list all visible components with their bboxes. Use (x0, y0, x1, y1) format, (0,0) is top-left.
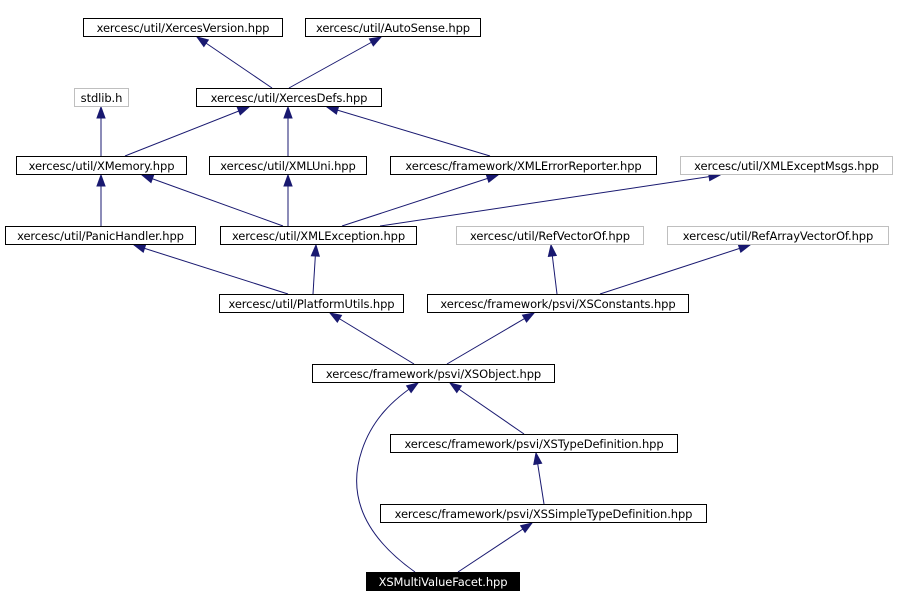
node-panic-handler[interactable]: xercesc/util/PanicHandler.hpp (5, 226, 196, 245)
node-xs-type-definition[interactable]: xercesc/framework/psvi/XSTypeDefinition.… (390, 434, 678, 453)
edge-xs-constants-to-ref-vector-of (547, 243, 558, 295)
edge-xs-multi-value-facet-to-xs-simple-type-definition-arrowhead (519, 522, 534, 534)
node-stdlib: stdlib.h (74, 88, 129, 107)
node-xml-error-reporter[interactable]: xercesc/framework/XMLErrorReporter.hpp (390, 156, 657, 175)
edge-xml-exception-to-xmluni (283, 173, 293, 226)
edge-xml-exception-to-xml-error-reporter (341, 174, 500, 227)
edge-platform-utils-to-panic-handler (132, 243, 289, 295)
edge-xs-multi-value-facet-to-xs-object-arrowhead (405, 382, 420, 394)
edge-xs-multi-value-facet-to-xs-simple-type-definition (457, 522, 534, 573)
node-platform-utils[interactable]: xercesc/util/PlatformUtils.hpp (219, 294, 404, 313)
edge-xerces-defs-to-xerces-version (195, 36, 273, 89)
edge-xerces-defs-to-auto-sense (288, 36, 383, 89)
edge-xml-exception-to-xmemory (140, 174, 284, 227)
edge-xs-constants-to-ref-array-vector-of (599, 244, 752, 295)
node-xerces-defs[interactable]: xercesc/util/XercesDefs.hpp (196, 88, 382, 107)
edge-xs-type-definition-to-xs-object-arrowhead (448, 382, 463, 394)
node-xs-simple-type-definition[interactable]: xercesc/framework/psvi/XSSimpleTypeDefin… (380, 504, 707, 523)
edge-xmluni-to-xerces-defs-arrowhead (283, 105, 293, 119)
node-ref-array-vector-of: xercesc/util/RefArrayVectorOf.hpp (667, 226, 889, 245)
edge-panic-handler-to-xmemory (96, 173, 106, 226)
edge-xml-exception-to-xmemory-arrowhead (140, 174, 155, 184)
edge-xs-type-definition-to-xs-object (448, 382, 525, 435)
edge-xml-exception-to-xmluni-arrowhead (283, 173, 293, 187)
edge-xml-exception-to-xml-except-msgs (379, 172, 722, 227)
edge-xs-object-to-platform-utils (328, 312, 415, 365)
edge-xerces-defs-to-xerces-version-arrowhead (195, 36, 210, 48)
edge-platform-utils-to-xml-exception-arrowhead (310, 243, 321, 257)
edge-xml-error-reporter-to-xerces-defs (325, 105, 491, 157)
edge-xs-object-to-platform-utils-arrowhead (328, 312, 343, 323)
edge-xmluni-to-xerces-defs (283, 105, 293, 156)
edge-xmemory-to-stdlib (96, 105, 106, 156)
node-xmemory[interactable]: xercesc/util/XMemory.hpp (16, 156, 187, 175)
edge-xs-simple-type-definition-to-xs-type-definition (533, 451, 545, 505)
edge-xs-object-to-xs-constants (446, 312, 536, 365)
node-xerces-version[interactable]: xercesc/util/XercesVersion.hpp (83, 18, 283, 37)
node-ref-vector-of: xercesc/util/RefVectorOf.hpp (456, 226, 644, 245)
node-xs-multi-value-facet: XSMultiValueFacet.hpp (366, 572, 520, 591)
node-xs-constants[interactable]: xercesc/framework/psvi/XSConstants.hpp (427, 294, 689, 313)
edge-platform-utils-to-xml-exception (310, 243, 321, 295)
node-xml-exception[interactable]: xercesc/util/XMLException.hpp (220, 226, 417, 245)
edge-xmemory-to-xerces-defs (124, 106, 251, 157)
edge-xmemory-to-xerces-defs-arrowhead (236, 106, 251, 116)
edge-panic-handler-to-xmemory-arrowhead (96, 173, 106, 187)
edge-xs-object-to-xs-constants-arrowhead (521, 312, 536, 323)
node-xmluni[interactable]: xercesc/util/XMLUni.hpp (209, 156, 367, 175)
edge-xs-multi-value-facet-to-xs-object (356, 382, 420, 573)
node-xml-except-msgs: xercesc/util/XMLExceptMsgs.hpp (680, 156, 893, 175)
edge-xs-simple-type-definition-to-xs-type-definition-arrowhead (533, 451, 543, 466)
edge-xs-constants-to-ref-vector-of-arrowhead (547, 243, 558, 257)
edge-xmemory-to-stdlib-arrowhead (96, 105, 106, 119)
edge-xerces-defs-to-auto-sense-arrowhead (368, 36, 383, 47)
node-xs-object[interactable]: xercesc/framework/psvi/XSObject.hpp (312, 364, 555, 383)
node-auto-sense[interactable]: xercesc/util/AutoSense.hpp (305, 18, 481, 37)
